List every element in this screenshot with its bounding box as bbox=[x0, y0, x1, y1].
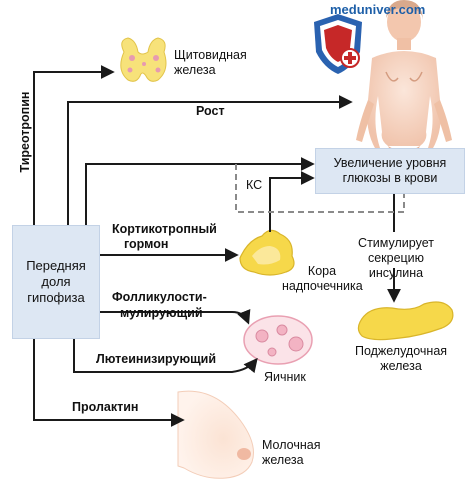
arrow-fsh bbox=[98, 309, 251, 325]
acth-label-line1: Кортикотропный bbox=[112, 222, 217, 236]
arrow-cortisol bbox=[269, 171, 315, 232]
dashed-feedback-line bbox=[235, 164, 405, 213]
prolactin-label: Пролактин bbox=[72, 400, 139, 414]
adrenal-label: Кора надпочечника bbox=[282, 264, 363, 293]
arrow-tsh bbox=[33, 65, 115, 225]
fsh-label-line1: Фолликулости- bbox=[112, 290, 207, 304]
arrow-glucose bbox=[85, 157, 315, 225]
glucose-label: Увеличение уровня глюкозы в крови bbox=[333, 156, 447, 185]
insulin-label: Стимулирует секрецию инсулина bbox=[358, 236, 434, 280]
ovary-label: Яичник bbox=[264, 370, 306, 384]
mammary-gland-icon bbox=[177, 390, 254, 479]
pituitary-box: Передняя доля гипофиза bbox=[12, 225, 100, 339]
logo-shield-icon bbox=[314, 14, 362, 74]
arrows bbox=[33, 65, 401, 427]
woman-figure-icon bbox=[356, 0, 452, 151]
site-logo-text[interactable]: meduniver.com bbox=[330, 2, 426, 17]
acth-label-line2: гормон bbox=[124, 237, 169, 251]
tsh-label: Тиреотропин bbox=[18, 91, 32, 173]
lh-label: Лютеинизирующий bbox=[96, 352, 217, 366]
growth-label: Рост bbox=[196, 104, 225, 118]
mammary-label: Молочная железа bbox=[262, 438, 321, 467]
glucose-box: Увеличение уровня глюкозы в крови bbox=[315, 148, 465, 194]
adrenal-cortex-icon bbox=[239, 229, 295, 276]
pancreas-label: Поджелудочная железа bbox=[354, 344, 448, 373]
arrow-prolactin bbox=[33, 337, 185, 427]
arrow-lh bbox=[73, 337, 258, 374]
ovary-icon bbox=[243, 315, 313, 365]
thyroid-label: Щитовидная железа bbox=[174, 48, 247, 77]
ks-label: КС bbox=[246, 178, 263, 192]
fsh-label-line2: мулирующий bbox=[120, 306, 203, 320]
thyroid-icon bbox=[120, 37, 167, 82]
pituitary-label: Передняя доля гипофиза bbox=[26, 258, 86, 305]
arrow-growth bbox=[67, 95, 353, 225]
pancreas-icon bbox=[357, 301, 454, 341]
